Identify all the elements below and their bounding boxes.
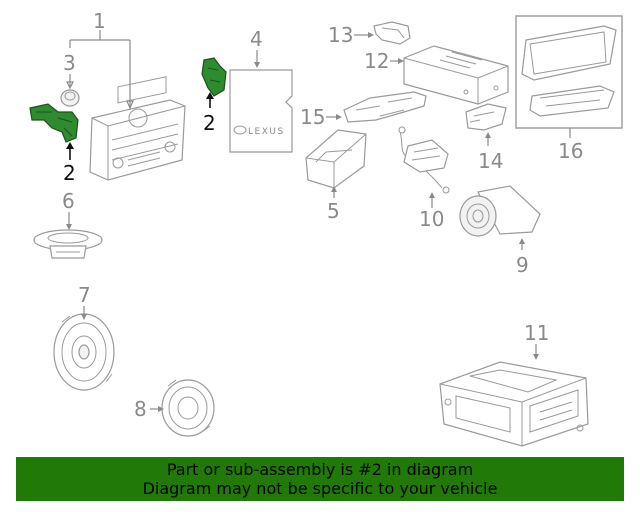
callout-label-4: 4 — [250, 27, 263, 51]
part-7-speaker[interactable] — [53, 313, 115, 391]
callout-label-14: 14 — [478, 149, 503, 173]
callout-label-10: 10 — [419, 207, 444, 231]
callout-label-12: 12 — [364, 49, 389, 73]
callout-label-1: 1 — [93, 9, 106, 33]
part-4-manual[interactable]: LEXUS — [229, 69, 293, 153]
part-6-speaker[interactable] — [33, 229, 103, 259]
callout-label-9: 9 — [516, 253, 529, 277]
callout-label-3: 3 — [63, 51, 76, 75]
part-5-module[interactable] — [305, 129, 367, 189]
part-15-bracket[interactable] — [343, 91, 427, 123]
callout-14: 14 — [478, 132, 503, 173]
callout-label-2-left: 2 — [63, 161, 76, 185]
part-1-head-unit[interactable] — [89, 76, 186, 181]
callout-5: 5 — [327, 186, 340, 223]
part-2-bracket-left[interactable] — [29, 103, 79, 143]
callout-label-2-right: 2 — [203, 111, 216, 135]
callout-13: 13 — [328, 23, 374, 47]
banner-line-2: Diagram may not be specific to your vehi… — [142, 479, 498, 498]
callout-15: 15 — [300, 105, 342, 129]
part-9-tweeter[interactable] — [459, 185, 541, 237]
part-2-bracket-right[interactable] — [201, 57, 227, 97]
callout-10: 10 — [419, 192, 444, 231]
part-8-speaker[interactable] — [161, 379, 215, 437]
part-13-bracket[interactable] — [373, 21, 411, 45]
callout-7: 7 — [78, 283, 91, 320]
callout-4: 4 — [250, 27, 263, 68]
manual-logo-text: LEXUS — [248, 127, 285, 137]
callout-label-6: 6 — [62, 189, 75, 213]
callout-label-11: 11 — [524, 321, 549, 345]
part-10-harness[interactable] — [398, 126, 450, 194]
parts-diagram: 1 3 2 2 LEXUS 4 — [29, 9, 623, 447]
callout-6: 6 — [62, 189, 75, 230]
callout-label-7: 7 — [78, 283, 91, 307]
banner-line-1: Part or sub-assembly is #2 in diagram — [166, 460, 474, 479]
callout-3: 3 — [63, 51, 76, 90]
callout-label-15: 15 — [300, 105, 325, 129]
callout-12: 12 — [364, 49, 404, 73]
callout-label-8: 8 — [134, 397, 147, 421]
callout-2-left: 2 — [63, 142, 76, 185]
callout-16: 16 — [558, 128, 583, 163]
part-14-bracket[interactable] — [465, 103, 507, 131]
info-banner: Part or sub-assembly is #2 in diagram Di… — [16, 457, 624, 501]
callout-2-right: 2 — [203, 92, 216, 135]
callout-9: 9 — [516, 238, 529, 277]
callout-label-5: 5 — [327, 199, 340, 223]
callout-label-13: 13 — [328, 23, 353, 47]
part-3-knob[interactable] — [60, 89, 80, 107]
callout-8: 8 — [134, 397, 164, 421]
part-11-module[interactable] — [439, 361, 589, 447]
callout-11: 11 — [524, 321, 549, 360]
callout-label-16: 16 — [558, 139, 583, 163]
part-16-display[interactable] — [515, 15, 623, 129]
part-12-amplifier[interactable] — [403, 45, 509, 105]
callout-1: 1 — [69, 9, 134, 110]
